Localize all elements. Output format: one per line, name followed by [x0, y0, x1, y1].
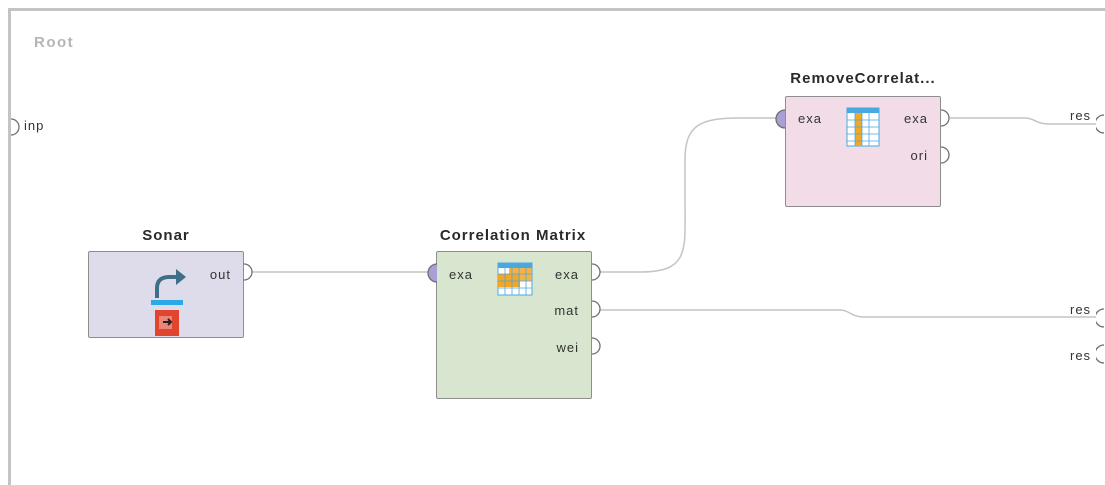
correlation-output-label-wei: wei: [556, 340, 579, 355]
remove-correlated-operator[interactable]: exa exa ori: [785, 96, 941, 207]
wire-remove-to-result: [950, 117, 1102, 125]
remove-output-port-ori[interactable]: [940, 145, 954, 165]
correlation-output-label-mat: mat: [554, 303, 579, 318]
sonar-operator[interactable]: out: [88, 251, 244, 338]
correlation-matrix-title[interactable]: Correlation Matrix: [439, 227, 587, 244]
wire-correlation-to-remove: [600, 117, 780, 273]
remove-output-label-ori: ori: [910, 148, 928, 163]
process-input-port-label: inp: [24, 118, 45, 133]
remove-input-label-exa: exa: [798, 111, 822, 126]
result-port-3[interactable]: [1096, 343, 1105, 365]
result-port-label-1: res: [1070, 108, 1092, 123]
result-port-2[interactable]: [1096, 307, 1105, 329]
correlation-input-port-exa[interactable]: [424, 262, 438, 284]
process-root-label: Root: [34, 34, 75, 51]
table-columns-icon: [846, 107, 880, 147]
sonar-output-port-out[interactable]: [243, 262, 257, 282]
correlation-output-port-mat[interactable]: [591, 299, 605, 319]
process-input-port[interactable]: [9, 117, 21, 137]
correlation-input-label-exa: exa: [449, 267, 473, 282]
result-port-1[interactable]: [1096, 113, 1105, 135]
sonar-output-label-out: out: [209, 267, 231, 282]
wire-matrix-to-result: [600, 309, 1102, 318]
result-port-label-2: res: [1070, 302, 1092, 317]
remove-output-label-exa: exa: [904, 111, 928, 126]
remove-input-port-exa[interactable]: [772, 108, 786, 130]
process-frame-left: [8, 8, 11, 485]
table-matrix-icon: [497, 262, 533, 296]
result-port-label-3: res: [1070, 348, 1092, 363]
remove-output-port-exa[interactable]: [940, 108, 954, 128]
process-frame-top: [8, 8, 1105, 11]
remove-correlated-title[interactable]: RemoveCorrelat...: [790, 70, 936, 87]
retrieve-icon: [151, 269, 186, 336]
correlation-output-label-exa: exa: [555, 267, 579, 282]
correlation-output-port-exa[interactable]: [591, 262, 605, 282]
sonar-title[interactable]: Sonar: [142, 227, 190, 244]
correlation-matrix-operator[interactable]: exa exa mat wei: [436, 251, 592, 399]
correlation-output-port-wei[interactable]: [591, 336, 605, 356]
